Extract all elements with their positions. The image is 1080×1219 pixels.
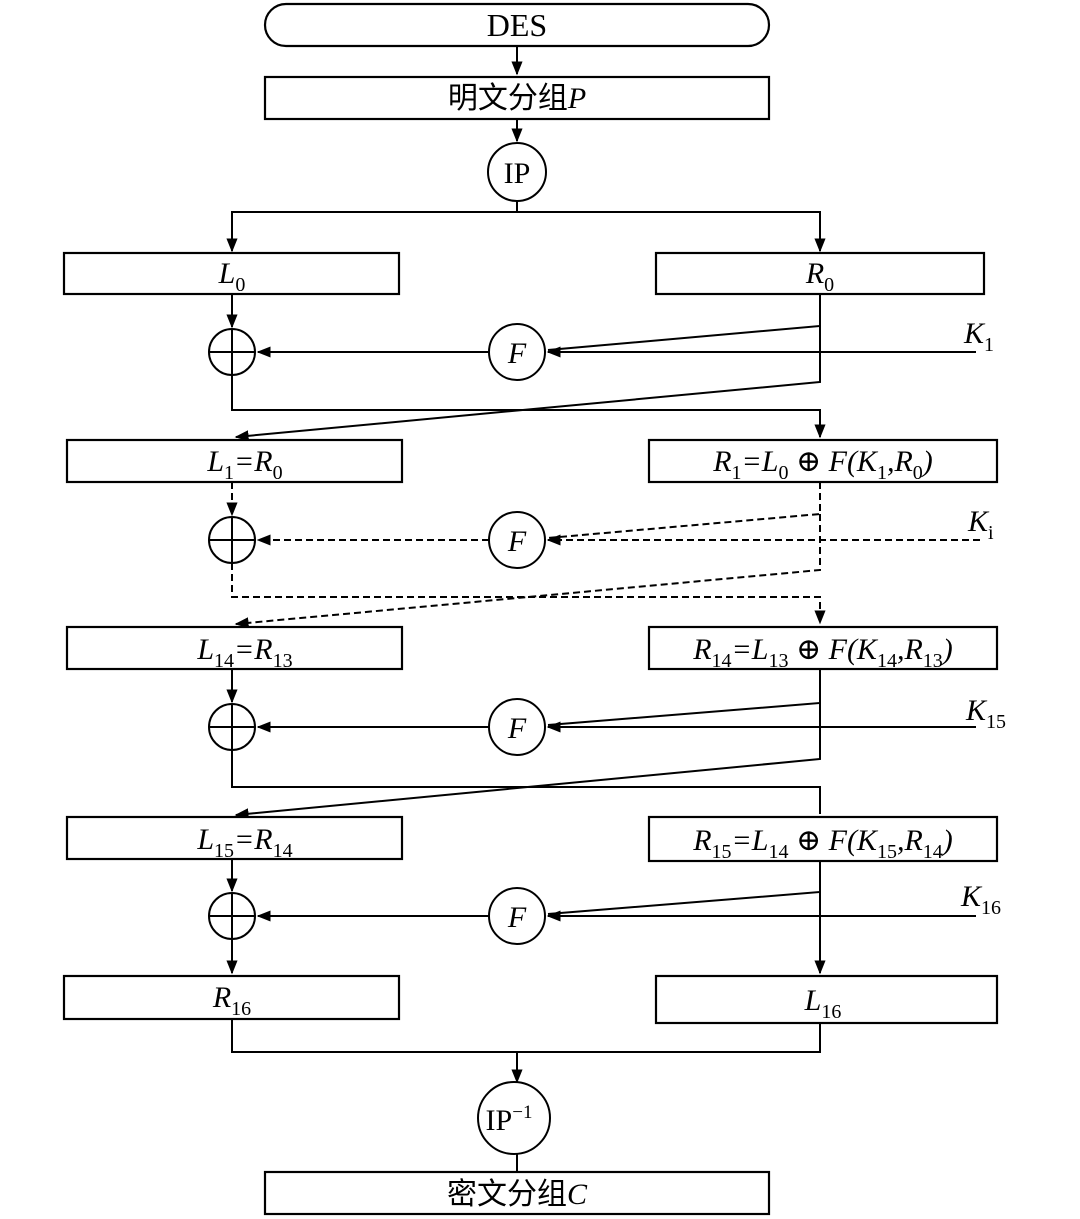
ip-label: IP bbox=[504, 157, 531, 190]
k15-label: K15 bbox=[965, 694, 1006, 733]
split-connector bbox=[231, 211, 821, 250]
f-node-16 bbox=[488, 887, 546, 945]
f-node-1 bbox=[488, 323, 546, 381]
r14-box bbox=[647, 625, 999, 671]
k1-label: K1 bbox=[963, 317, 994, 356]
plaintext-box bbox=[263, 75, 771, 121]
merge-connector bbox=[231, 1019, 821, 1053]
l14-box bbox=[65, 625, 404, 671]
f-label-16: F bbox=[507, 901, 527, 934]
f-label-i: F bbox=[507, 525, 527, 558]
l16-box bbox=[654, 974, 999, 1025]
k16-label: K16 bbox=[960, 880, 1001, 919]
r1-box bbox=[647, 438, 999, 484]
f-node-15 bbox=[488, 698, 546, 756]
f-label-1: F bbox=[507, 337, 527, 370]
plaintext-label: 明文分组P bbox=[448, 81, 586, 116]
xor-node-16 bbox=[208, 892, 256, 940]
r16-box bbox=[62, 974, 401, 1021]
l15-box bbox=[65, 815, 404, 861]
r14-label: R14=L13 ⊕ F(K14,R13) bbox=[692, 633, 953, 672]
l14-label: L14=R13 bbox=[196, 633, 292, 672]
ciphertext-label: 密文分组C bbox=[447, 1177, 588, 1212]
r0-label: R0 bbox=[805, 257, 834, 296]
ki-label: Ki bbox=[967, 505, 994, 544]
l0-box bbox=[62, 251, 401, 296]
l0-label: L0 bbox=[218, 257, 246, 296]
ip-inverse-node bbox=[477, 1081, 551, 1155]
l1-box bbox=[65, 438, 404, 484]
xor-node-15 bbox=[208, 703, 256, 751]
ciphertext-box bbox=[263, 1170, 771, 1216]
ip-inverse-label: IP−1 bbox=[486, 1102, 533, 1137]
xor-node-i bbox=[208, 516, 256, 564]
des-title: DES bbox=[487, 7, 547, 43]
f-node-i bbox=[488, 511, 546, 569]
l15-label: L15=R14 bbox=[196, 823, 292, 862]
r15-box bbox=[647, 815, 999, 863]
l1-label: L1=R0 bbox=[206, 445, 282, 484]
r16-label: R16 bbox=[212, 981, 251, 1020]
r15-label: R15=L14 ⊕ F(K15,R14) bbox=[692, 824, 953, 863]
f-label-15: F bbox=[507, 712, 527, 745]
xor-node-1 bbox=[208, 328, 256, 376]
r1-label: R1=L0 ⊕ F(K1,R0) bbox=[712, 445, 933, 484]
l16-label: L16 bbox=[804, 984, 842, 1023]
